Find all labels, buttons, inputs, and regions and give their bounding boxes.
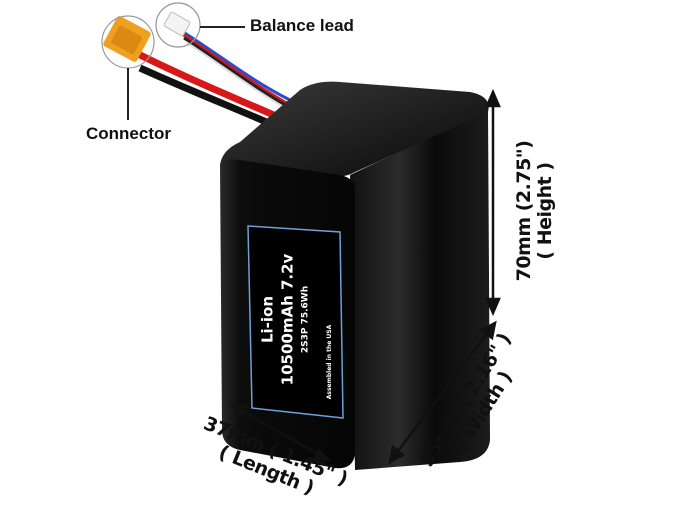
balance-callout-circle bbox=[155, 2, 201, 48]
battery-side-face bbox=[350, 110, 490, 470]
wires bbox=[128, 28, 297, 132]
height-value: 70mm (2.75") bbox=[513, 140, 535, 282]
xt-connector bbox=[103, 16, 151, 62]
label-config: 2S3P 75.6Wh bbox=[300, 285, 311, 354]
battery-top-face bbox=[220, 81, 489, 177]
label-assembled: Assembled in the USA bbox=[326, 324, 333, 400]
height-dimension: 70mm (2.75") ( Height ) bbox=[513, 121, 556, 301]
balance-plug bbox=[163, 11, 191, 37]
label-chemistry: Li-ion bbox=[258, 295, 277, 344]
label-capacity-voltage: 10500mAh 7.2v bbox=[278, 253, 297, 386]
balance-lead-label: Balance lead bbox=[250, 16, 354, 35]
battery-label: Li-ion 10500mAh 7.2v 2S3P 75.6Wh Assembl… bbox=[240, 222, 348, 417]
dimension-arrows bbox=[229, 88, 501, 465]
connector-label: Connector bbox=[86, 124, 171, 143]
battery-label-panel bbox=[247, 225, 344, 419]
height-caption: ( Height ) bbox=[534, 162, 556, 260]
